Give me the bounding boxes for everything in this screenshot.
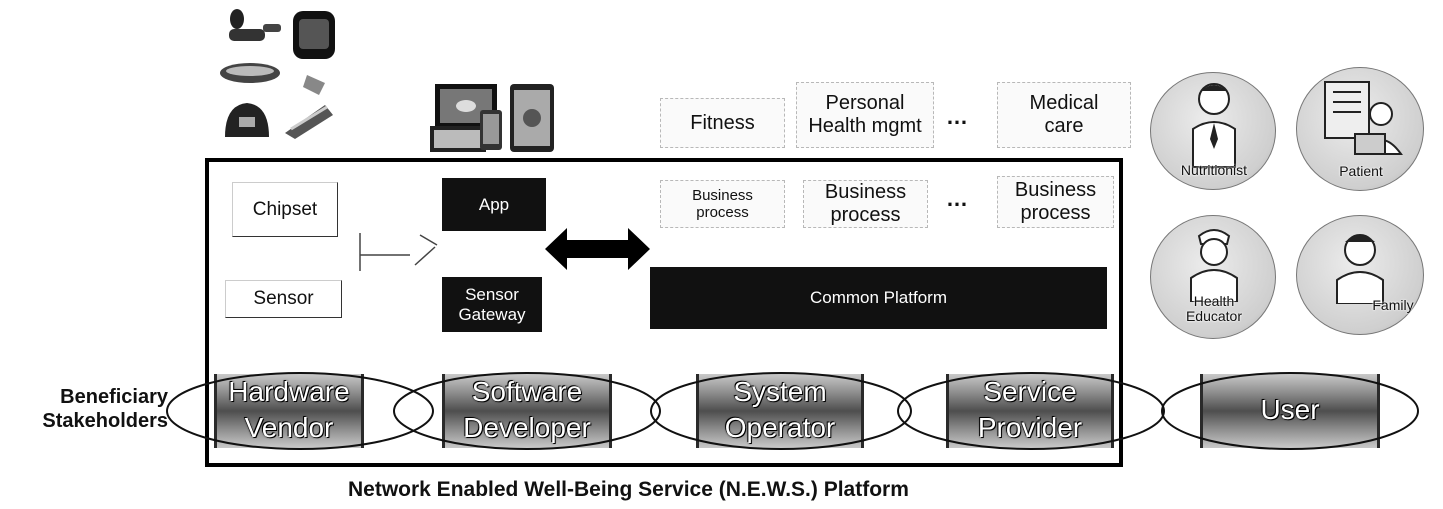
beneficiary-line: Beneficiary bbox=[60, 386, 168, 408]
health-educator-circle: Health Educator bbox=[1150, 215, 1276, 339]
app-label: App bbox=[478, 194, 510, 214]
wearable-devices-icon bbox=[215, 5, 345, 140]
health-educator-label: Health Educator bbox=[1151, 294, 1277, 323]
service-medical-care-line1: Medical bbox=[1029, 92, 1099, 114]
operator-line: Operator bbox=[724, 412, 836, 443]
stakeholder-user: User bbox=[1200, 392, 1380, 428]
nutritionist-circle: Nutritionist bbox=[1150, 72, 1276, 190]
business-process-3-line2: process bbox=[1020, 202, 1091, 224]
service-personal-health-line1: Personal bbox=[825, 92, 905, 114]
chipset-label: Chipset bbox=[252, 198, 318, 220]
service-medical-care: Medical care bbox=[997, 82, 1131, 148]
stakeholder-service-provider: Service Provider bbox=[946, 374, 1114, 446]
health-educator-icon bbox=[1190, 229, 1238, 302]
connector-lines bbox=[359, 233, 438, 271]
provider-line: Provider bbox=[977, 412, 1083, 443]
app-box: App bbox=[442, 178, 546, 231]
sensor-gateway-line1: Sensor bbox=[465, 284, 519, 304]
common-platform-box: Common Platform bbox=[650, 267, 1107, 329]
double-arrow-icon bbox=[545, 228, 650, 270]
hardware-line: Hardware bbox=[228, 376, 350, 407]
stakeholder-bar-software bbox=[442, 374, 612, 448]
sensor-box: Sensor bbox=[225, 280, 342, 318]
sensor-gateway-line2: Gateway bbox=[458, 304, 526, 324]
service-fitness: Fitness bbox=[660, 98, 785, 148]
health-educator-line1: Health bbox=[1193, 293, 1235, 309]
beneficiary-stakeholders-label: Beneficiary Stakeholders bbox=[0, 385, 168, 433]
family-icon bbox=[1336, 234, 1384, 304]
health-educator-line2: Educator bbox=[1185, 307, 1243, 324]
platform-frame bbox=[205, 158, 1123, 467]
business-process-2-line1: Business bbox=[824, 181, 907, 203]
business-process-2-line2: process bbox=[830, 204, 901, 226]
stakeholder-system-operator: System Operator bbox=[696, 374, 864, 446]
family-circle: Family bbox=[1296, 215, 1424, 335]
stakeholder-hardware-vendor: Hardware Vendor bbox=[214, 374, 364, 446]
business-process-1-line1: Business bbox=[692, 186, 753, 204]
business-process-2: Business process bbox=[803, 180, 928, 228]
vendor-line: Vendor bbox=[244, 412, 334, 443]
business-process-1-line2: process bbox=[696, 204, 749, 221]
stakeholder-bar-service bbox=[946, 374, 1114, 448]
stakeholder-bar-hardware bbox=[214, 374, 364, 448]
patient-label: Patient bbox=[1339, 163, 1383, 179]
system-line: System bbox=[733, 376, 827, 407]
business-process-ellipsis: … bbox=[946, 186, 970, 211]
stakeholder-bar-user bbox=[1200, 374, 1380, 448]
nutritionist-label: Nutritionist bbox=[1180, 162, 1248, 178]
platform-caption: Network Enabled Well-Being Service (N.E.… bbox=[348, 478, 909, 501]
family-label: Family bbox=[1372, 297, 1414, 313]
service-ellipsis: … bbox=[946, 104, 970, 129]
service-personal-health: Personal Health mgmt bbox=[796, 82, 934, 148]
service-personal-health-line2: Health mgmt bbox=[808, 115, 922, 137]
stakeholder-bar-system bbox=[696, 374, 864, 448]
stakeholder-ellipses bbox=[166, 372, 1419, 450]
business-process-3-line1: Business bbox=[1014, 179, 1097, 201]
software-line: Software bbox=[471, 376, 583, 407]
business-process-1: Business process bbox=[660, 180, 785, 228]
common-platform-label: Common Platform bbox=[810, 288, 947, 308]
stakeholders-line: Stakeholders bbox=[42, 410, 168, 432]
nutritionist-icon bbox=[1192, 83, 1236, 168]
user-line: User bbox=[1260, 394, 1320, 425]
service-fitness-label: Fitness bbox=[690, 111, 755, 134]
service-medical-care-line2: care bbox=[1044, 115, 1084, 137]
business-process-3: Business process bbox=[997, 176, 1114, 228]
service-line: Service bbox=[983, 376, 1077, 407]
sensor-label: Sensor bbox=[253, 288, 314, 310]
chipset-box: Chipset bbox=[232, 182, 338, 237]
sensor-gateway-box: Sensor Gateway bbox=[442, 277, 542, 332]
computer-tablet-phone-icon bbox=[430, 80, 555, 155]
developer-line: Developer bbox=[463, 412, 591, 443]
patient-icon bbox=[1324, 81, 1403, 155]
patient-circle: Patient bbox=[1296, 67, 1424, 191]
stakeholder-software-developer: Software Developer bbox=[442, 374, 612, 446]
